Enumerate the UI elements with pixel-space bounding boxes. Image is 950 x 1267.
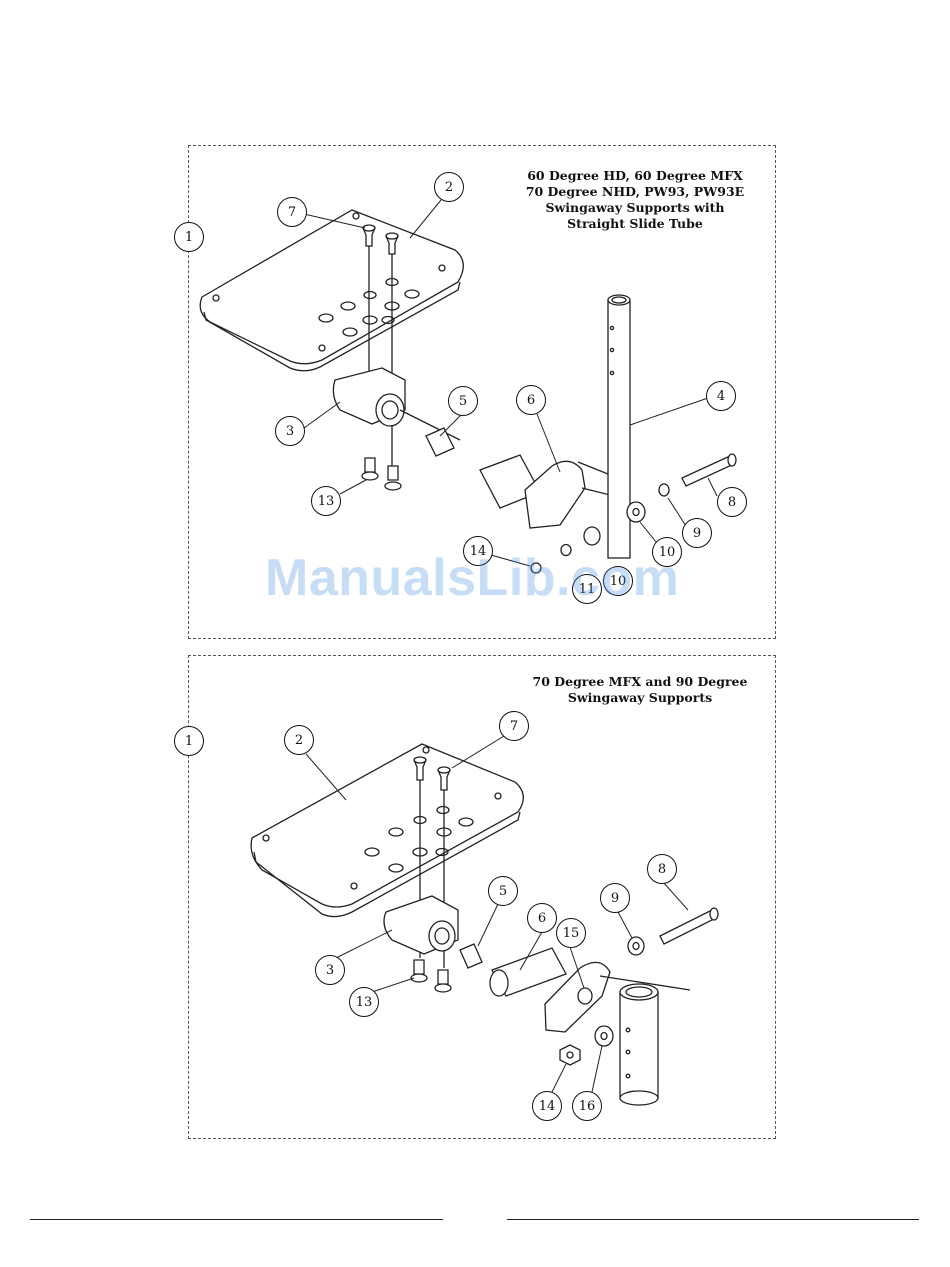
callout: 2 <box>284 725 314 755</box>
callout: 1 <box>174 726 204 756</box>
caption-line: Swingaway Supports <box>505 690 775 706</box>
top-bushing-and-tube <box>426 428 618 528</box>
callout: 8 <box>717 487 747 517</box>
callout: 13 <box>311 486 341 516</box>
callout: 3 <box>315 955 345 985</box>
top-bolts <box>362 458 401 490</box>
caption-bottom-assembly: 70 Degree MFX and 90 Degree Swingaway Su… <box>505 674 775 706</box>
bottom-nut-and-spacer <box>560 1026 613 1065</box>
footer-rule-left <box>30 1219 443 1220</box>
caption-line: Swingaway Supports with <box>500 200 770 216</box>
bottom-bolts <box>411 960 451 992</box>
caption-top-assembly: 60 Degree HD, 60 Degree MFX 70 Degree NH… <box>500 168 770 232</box>
callout: 6 <box>527 903 557 933</box>
callout: 14 <box>532 1091 562 1121</box>
bottom-tube-segment <box>620 984 658 1105</box>
footer-rule-right <box>507 1219 919 1220</box>
callout: 8 <box>647 854 677 884</box>
callout: 6 <box>516 385 546 415</box>
callout: 9 <box>600 883 630 913</box>
callout: 7 <box>499 711 529 741</box>
callout: 9 <box>682 518 712 548</box>
callout: 13 <box>349 987 379 1017</box>
caption-line: 60 Degree HD, 60 Degree MFX <box>500 168 770 184</box>
callout: 3 <box>275 416 305 446</box>
top-slide-tube <box>608 295 630 558</box>
callout: 16 <box>572 1091 602 1121</box>
caption-line: 70 Degree NHD, PW93, PW93E <box>500 184 770 200</box>
callout: 5 <box>488 876 518 906</box>
callout: 7 <box>277 197 307 227</box>
bottom-footplate <box>251 744 523 917</box>
callout: 4 <box>706 381 736 411</box>
watermark: ManualsLib.com <box>265 548 705 608</box>
callout: 15 <box>556 918 586 948</box>
bottom-pivot-pin-and-washer <box>628 908 718 955</box>
callout: 5 <box>448 386 478 416</box>
callout: 1 <box>174 222 204 252</box>
callout: 2 <box>434 172 464 202</box>
bottom-clamp-block <box>384 896 458 954</box>
caption-line: Straight Slide Tube <box>500 216 770 232</box>
caption-line: 70 Degree MFX and 90 Degree <box>505 674 775 690</box>
top-footplate <box>200 210 463 371</box>
